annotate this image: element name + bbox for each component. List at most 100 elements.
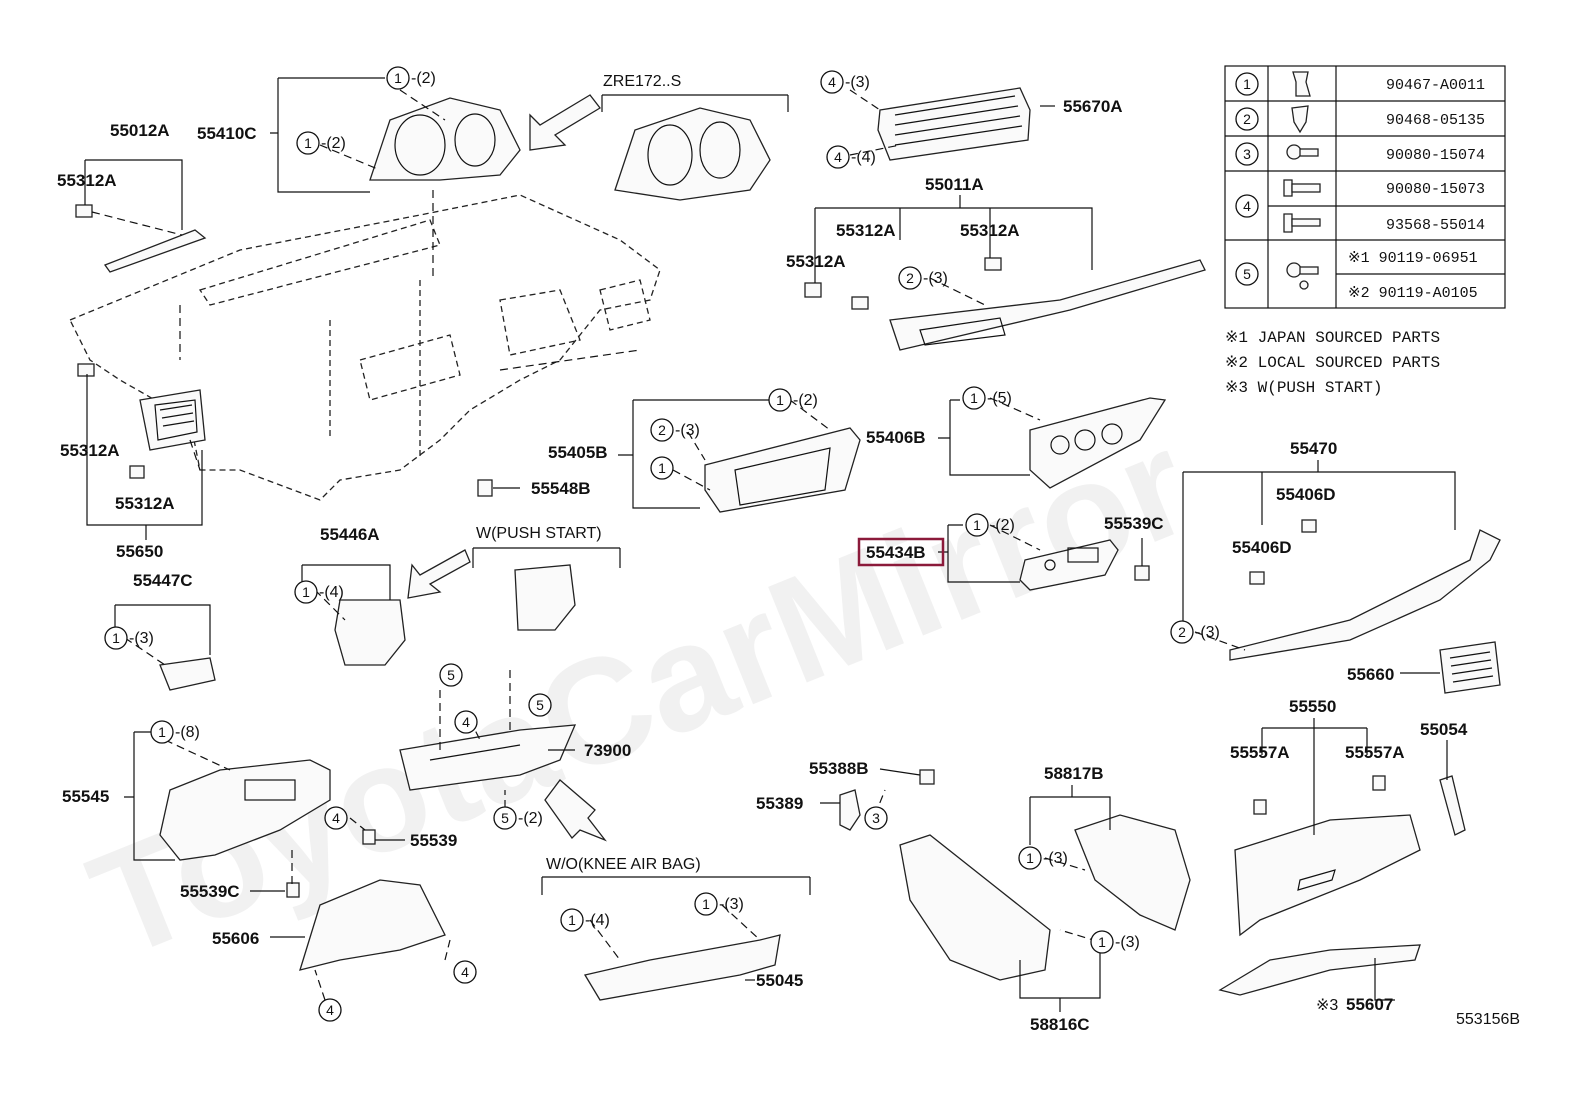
fastener-ref-callout: 1-(2) bbox=[768, 388, 818, 412]
fastener-ref-callout: 1-(4) bbox=[294, 580, 344, 604]
label-55405B: 55405B bbox=[548, 443, 608, 462]
label-55545: 55545 bbox=[62, 787, 109, 806]
panel-55545-drawing bbox=[159, 759, 331, 861]
svg-text:-(4): -(4) bbox=[585, 912, 610, 929]
svg-text:-(8): -(8) bbox=[175, 724, 200, 741]
svg-text:-(2): -(2) bbox=[321, 135, 346, 152]
svg-text:-(3): -(3) bbox=[1195, 624, 1220, 641]
arrow-icon bbox=[544, 779, 607, 842]
fastener-table: 1 2 3 4 5 90467-A0011 90468-05135 90080-… bbox=[1224, 65, 1506, 309]
label-58817B: 58817B bbox=[1044, 764, 1104, 783]
svg-text:-(3): -(3) bbox=[1115, 934, 1140, 951]
panel-55011A-drawing bbox=[889, 259, 1206, 351]
fastener-ref-callout: 3 bbox=[864, 806, 888, 830]
svg-text:4: 4 bbox=[461, 964, 469, 980]
label-55312A: 55312A bbox=[115, 494, 175, 513]
svg-text:1: 1 bbox=[973, 517, 981, 533]
fastener-ref-callout: 4 -(3) bbox=[820, 70, 870, 94]
label-55312A: 55312A bbox=[60, 441, 120, 460]
label-55548B: 55548B bbox=[531, 479, 591, 498]
figure-code: 553156B bbox=[1456, 1011, 1520, 1028]
svg-text:1: 1 bbox=[568, 912, 576, 928]
side-panel-58817B-drawing bbox=[1074, 814, 1191, 931]
svg-text:5: 5 bbox=[501, 810, 509, 826]
table-part-1: 90467-A0011 bbox=[1386, 77, 1485, 94]
side-vent-drawing bbox=[139, 389, 206, 451]
label-55388B: 55388B bbox=[809, 759, 869, 778]
clip-drawing bbox=[1372, 775, 1386, 791]
svg-text:1: 1 bbox=[970, 390, 978, 406]
clip-drawing bbox=[75, 204, 93, 218]
bracket-55389-drawing bbox=[839, 789, 861, 831]
label-55539C: 55539C bbox=[180, 882, 240, 901]
fastener-ref-callout: 4 bbox=[324, 806, 348, 830]
cover-55606-drawing bbox=[299, 879, 446, 971]
label-55539C: 55539C bbox=[1104, 514, 1164, 533]
svg-text:-(3): -(3) bbox=[675, 422, 700, 439]
fastener-ref-callout: 1-(3) bbox=[694, 892, 744, 916]
label-55011A: 55011A bbox=[925, 175, 984, 194]
svg-text:-(2): -(2) bbox=[411, 70, 436, 87]
clip-drawing bbox=[1253, 799, 1267, 815]
label-55557A: 55557A bbox=[1230, 743, 1290, 762]
panel-55470-drawing bbox=[1229, 529, 1501, 661]
vent-55660-drawing bbox=[1439, 641, 1501, 694]
fastener-ref-callout: 5 bbox=[439, 663, 463, 687]
label-55312A: 55312A bbox=[836, 221, 896, 240]
svg-text:-(3): -(3) bbox=[719, 896, 744, 913]
svg-text:1: 1 bbox=[1243, 76, 1251, 92]
cover-push-start-drawing bbox=[514, 564, 576, 631]
label-55650: 55650 bbox=[116, 542, 163, 561]
svg-text:5: 5 bbox=[447, 667, 455, 683]
clip-icon bbox=[1291, 105, 1309, 134]
note-3: ※3 W(PUSH START) bbox=[1225, 379, 1382, 397]
leader-lines bbox=[84, 77, 1456, 1012]
svg-text:5: 5 bbox=[1243, 266, 1251, 282]
label-55539: 55539 bbox=[410, 831, 457, 850]
fastener-ref-callout: 1-(2) bbox=[386, 66, 436, 90]
label-55670A: 55670A bbox=[1063, 97, 1123, 116]
label-55434B: 55434B bbox=[866, 543, 926, 562]
table-part-4a: 90080-15073 bbox=[1386, 181, 1485, 198]
bolt-icon bbox=[1283, 213, 1321, 233]
label-no-knee-airbag: W/O(KNEE AIR BAG) bbox=[546, 856, 701, 873]
svg-text:-(3): -(3) bbox=[845, 74, 870, 91]
table-num-5: 5 bbox=[1235, 262, 1259, 286]
clip-drawing bbox=[919, 769, 935, 785]
fastener-ref-callout: 1-(3) bbox=[1090, 930, 1140, 954]
label-55312A: 55312A bbox=[57, 171, 117, 190]
svg-text:4: 4 bbox=[828, 74, 836, 90]
panel-55406B-drawing bbox=[1029, 397, 1167, 489]
svg-text:1: 1 bbox=[776, 392, 784, 408]
fastener-ref-callout: 1 bbox=[650, 456, 674, 480]
fastener-ref-callout: 1-(2) bbox=[296, 131, 346, 155]
svg-text:-(4): -(4) bbox=[319, 584, 344, 601]
screw-icon bbox=[1286, 262, 1319, 290]
svg-text:1: 1 bbox=[158, 724, 166, 740]
svg-text:1: 1 bbox=[112, 630, 120, 646]
table-num-3: 3 bbox=[1235, 142, 1259, 166]
label-55446A: 55446A bbox=[320, 525, 380, 544]
svg-text:4: 4 bbox=[326, 1002, 334, 1018]
table-num-2: 2 bbox=[1235, 107, 1259, 131]
label-55606: 55606 bbox=[212, 929, 259, 948]
table-part-5b: ※2 90119-A0105 bbox=[1348, 285, 1478, 302]
clip-drawing bbox=[984, 257, 1002, 271]
label-55045: 55045 bbox=[756, 971, 803, 990]
watermark-text: ToyotaCarMirror bbox=[69, 398, 1211, 990]
svg-text:-(3): -(3) bbox=[129, 630, 154, 647]
clip-drawing bbox=[286, 882, 300, 898]
svg-text:-(2): -(2) bbox=[990, 517, 1015, 534]
label-55312A: 55312A bbox=[960, 221, 1020, 240]
label-55312A: 55312A bbox=[786, 252, 846, 271]
svg-text:2: 2 bbox=[1178, 624, 1186, 640]
fastener-ref-callout: 4 bbox=[453, 960, 477, 984]
clip-drawing bbox=[1249, 571, 1265, 585]
note-2: ※2 LOCAL SOURCED PARTS bbox=[1225, 354, 1440, 372]
svg-text:3: 3 bbox=[872, 810, 880, 826]
label-55447C: 55447C bbox=[133, 571, 193, 590]
table-part-5a: ※1 90119-06951 bbox=[1348, 250, 1478, 267]
fastener-ref-callout: 2 -(3) bbox=[1170, 620, 1220, 644]
label-55660: 55660 bbox=[1347, 665, 1394, 684]
label-58816C: 58816C bbox=[1030, 1015, 1090, 1034]
